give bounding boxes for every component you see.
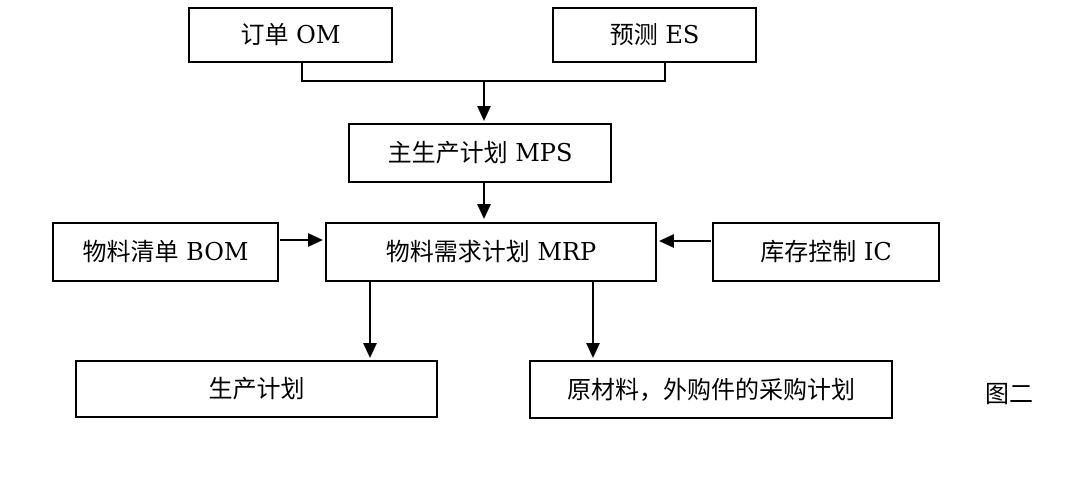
node-order-om: 订单 OM xyxy=(188,7,393,63)
arrow-bom-to-mrp xyxy=(280,233,323,247)
node-bom-label: 物料清单 BOM xyxy=(82,238,249,266)
node-production-plan-label: 生产计划 xyxy=(208,375,305,403)
node-forecast-es-label: 预测 ES xyxy=(609,21,700,49)
node-master-production-schedule-mps: 主生产计划 MPS xyxy=(348,123,612,183)
arrow-ic-to-mrp xyxy=(659,234,711,248)
node-ic-label: 库存控制 IC xyxy=(760,238,892,266)
connector-om-es-merge xyxy=(301,62,666,82)
arrow-merge-to-mps xyxy=(477,81,491,121)
node-purchase-plan: 原材料，外购件的采购计划 xyxy=(529,360,893,419)
arrow-mps-to-mrp xyxy=(477,183,491,219)
node-bill-of-materials-bom: 物料清单 BOM xyxy=(52,222,279,282)
node-mps-label: 主生产计划 MPS xyxy=(387,139,573,167)
node-purchase-plan-label: 原材料，外购件的采购计划 xyxy=(567,375,855,404)
arrow-mrp-to-production-plan xyxy=(363,282,377,358)
node-order-om-label: 订单 OM xyxy=(240,21,341,49)
node-forecast-es: 预测 ES xyxy=(552,7,757,63)
node-production-plan: 生产计划 xyxy=(75,360,438,418)
figure-caption: 图二 xyxy=(985,380,1033,408)
node-mrp-label: 物料需求计划 MRP xyxy=(385,238,597,266)
arrow-mrp-to-purchase-plan xyxy=(586,282,600,358)
node-material-requirements-planning-mrp: 物料需求计划 MRP xyxy=(325,222,657,282)
node-inventory-control-ic: 库存控制 IC xyxy=(712,222,940,282)
